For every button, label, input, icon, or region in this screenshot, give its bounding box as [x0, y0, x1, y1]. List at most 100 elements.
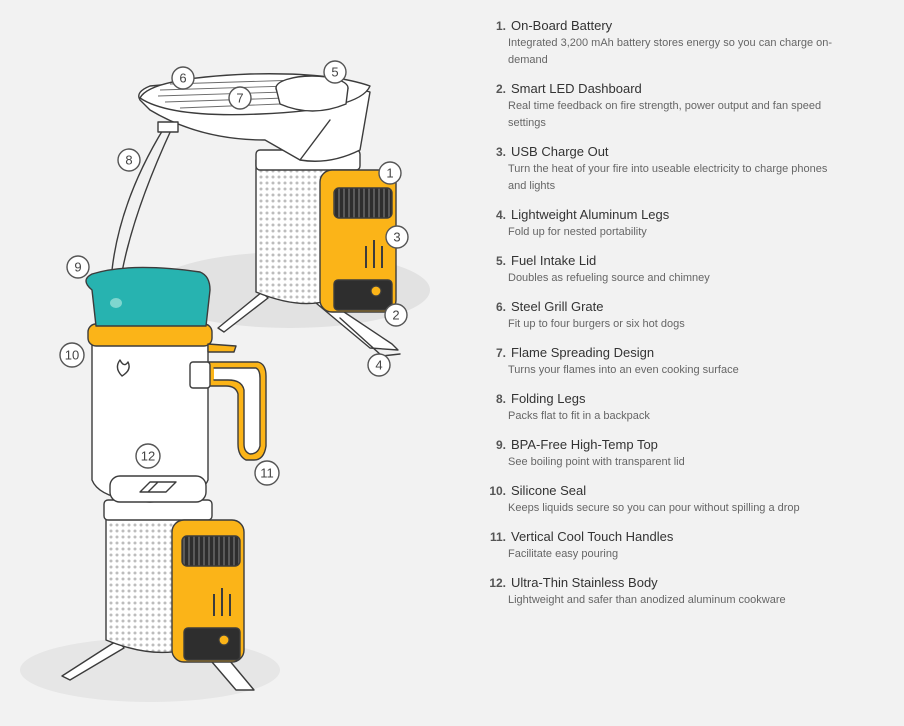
callout-11: 11 — [254, 460, 280, 486]
feature-heading: 3. USB Charge Out — [484, 144, 894, 159]
feature-heading: 9. BPA-Free High-Temp Top — [484, 437, 894, 452]
feature-heading: 12. Ultra-Thin Stainless Body — [484, 575, 894, 590]
feature-description: settings — [508, 117, 546, 129]
feature-description: demand — [508, 54, 548, 66]
pot-logo-icon — [139, 481, 177, 493]
feature-heading: 5. Fuel Intake Lid — [484, 253, 894, 268]
feature-heading: 6. Steel Grill Grate — [484, 299, 894, 314]
svg-text:9: 9 — [74, 260, 81, 275]
combustion-chamber-upper — [255, 159, 331, 305]
svg-text:1: 1 — [386, 166, 393, 181]
usb-grille-lower — [181, 535, 241, 567]
svg-text:4: 4 — [375, 358, 382, 373]
svg-text:12: 12 — [141, 449, 155, 464]
feature-number: 7. — [495, 346, 506, 360]
teal-lid — [85, 266, 211, 327]
callout-2: 2 — [384, 303, 408, 327]
feature-description: Real time feedback on fire strength, pow… — [508, 100, 822, 112]
feature-number: 3. — [495, 145, 506, 159]
feature-number: 12. — [489, 576, 506, 590]
feature-description: Integrated 3,200 mAh battery stores ener… — [508, 37, 833, 49]
callout-9: 9 — [66, 255, 90, 279]
feature-heading: 7. Flame Spreading Design — [484, 345, 894, 360]
feature-description: See boiling point with transparent lid — [508, 456, 685, 468]
feature-description: Turns your flames into an even cooking s… — [508, 364, 739, 376]
feature-title: Lightweight Aluminum Legs — [511, 207, 670, 222]
feature-number: 6. — [495, 300, 506, 314]
feature-description: Lightweight and safer than anodized alum… — [508, 594, 786, 606]
feature-description: Doubles as refueling source and chimney — [508, 272, 710, 284]
feature-title: Folding Legs — [511, 391, 586, 406]
feature-heading: 4. Lightweight Aluminum Legs — [484, 207, 894, 222]
feature-description: Packs flat to fit in a backpack — [508, 410, 650, 422]
svg-text:3: 3 — [393, 230, 400, 245]
feature-number: 9. — [495, 438, 506, 452]
feature-title: Vertical Cool Touch Handles — [511, 529, 674, 544]
svg-text:7: 7 — [236, 91, 243, 106]
usb-grille-upper — [333, 187, 393, 219]
feature-number: 10. — [489, 484, 506, 498]
feature-title: Silicone Seal — [511, 483, 587, 498]
feature-heading: 11. Vertical Cool Touch Handles — [484, 529, 894, 544]
feature-heading: 8. Folding Legs — [484, 391, 894, 406]
feature-heading: 2. Smart LED Dashboard — [484, 81, 894, 96]
feature-number: 1. — [495, 19, 506, 33]
svg-text:2: 2 — [392, 308, 399, 323]
feature-title: Flame Spreading Design — [511, 345, 655, 360]
svg-text:5: 5 — [331, 65, 338, 80]
callout-5: 5 — [323, 60, 347, 84]
callout-10: 10 — [59, 342, 85, 368]
led-dashboard-upper — [365, 240, 383, 268]
feature-number: 4. — [495, 208, 506, 222]
feature-heading: 1. On-Board Battery — [484, 18, 894, 33]
callout-4: 4 — [367, 353, 391, 377]
product-illustration: 1 2 3 4 5 6 7 8 9 10 11 12 — [20, 60, 430, 702]
svg-text:10: 10 — [65, 348, 79, 363]
feature-description: and lights — [508, 180, 556, 192]
callout-1: 1 — [378, 161, 402, 185]
lower-stove — [61, 266, 267, 691]
feature-number: 8. — [495, 392, 506, 406]
feature-title: Steel Grill Grate — [511, 299, 604, 314]
feature-number: 2. — [495, 82, 506, 96]
led-dashboard-lower — [213, 588, 231, 616]
svg-text:8: 8 — [125, 153, 132, 168]
callout-3: 3 — [385, 225, 409, 249]
feature-number: 11. — [489, 530, 506, 544]
silicone-seal — [87, 323, 213, 347]
feature-description: Turn the heat of your fire into useable … — [508, 163, 828, 175]
callout-7: 7 — [228, 86, 252, 110]
flame-logo-icon — [116, 359, 130, 377]
feature-description: Keeps liquids secure so you can pour wit… — [508, 502, 800, 514]
feature-title: BPA-Free High-Temp Top — [511, 437, 658, 452]
svg-text:6: 6 — [179, 71, 186, 86]
feature-description: Fit up to four burgers or six hot dogs — [508, 318, 685, 330]
feature-heading: 10. Silicone Seal — [484, 483, 894, 498]
callout-6: 6 — [171, 66, 195, 90]
feature-title: Ultra-Thin Stainless Body — [511, 575, 658, 590]
svg-text:11: 11 — [260, 466, 274, 481]
callout-8: 8 — [117, 148, 141, 172]
upper-stove — [111, 73, 401, 357]
feature-description: Fold up for nested portability — [508, 226, 647, 238]
callout-12: 12 — [135, 443, 161, 469]
feature-title: Smart LED Dashboard — [511, 81, 642, 96]
folding-legs-wire — [111, 127, 173, 273]
feature-title: USB Charge Out — [511, 144, 609, 159]
feature-title: Fuel Intake Lid — [511, 253, 597, 268]
feature-number: 5. — [495, 254, 506, 268]
feature-title: On-Board Battery — [511, 18, 613, 33]
feature-description: Facilitate easy pouring — [508, 548, 619, 560]
